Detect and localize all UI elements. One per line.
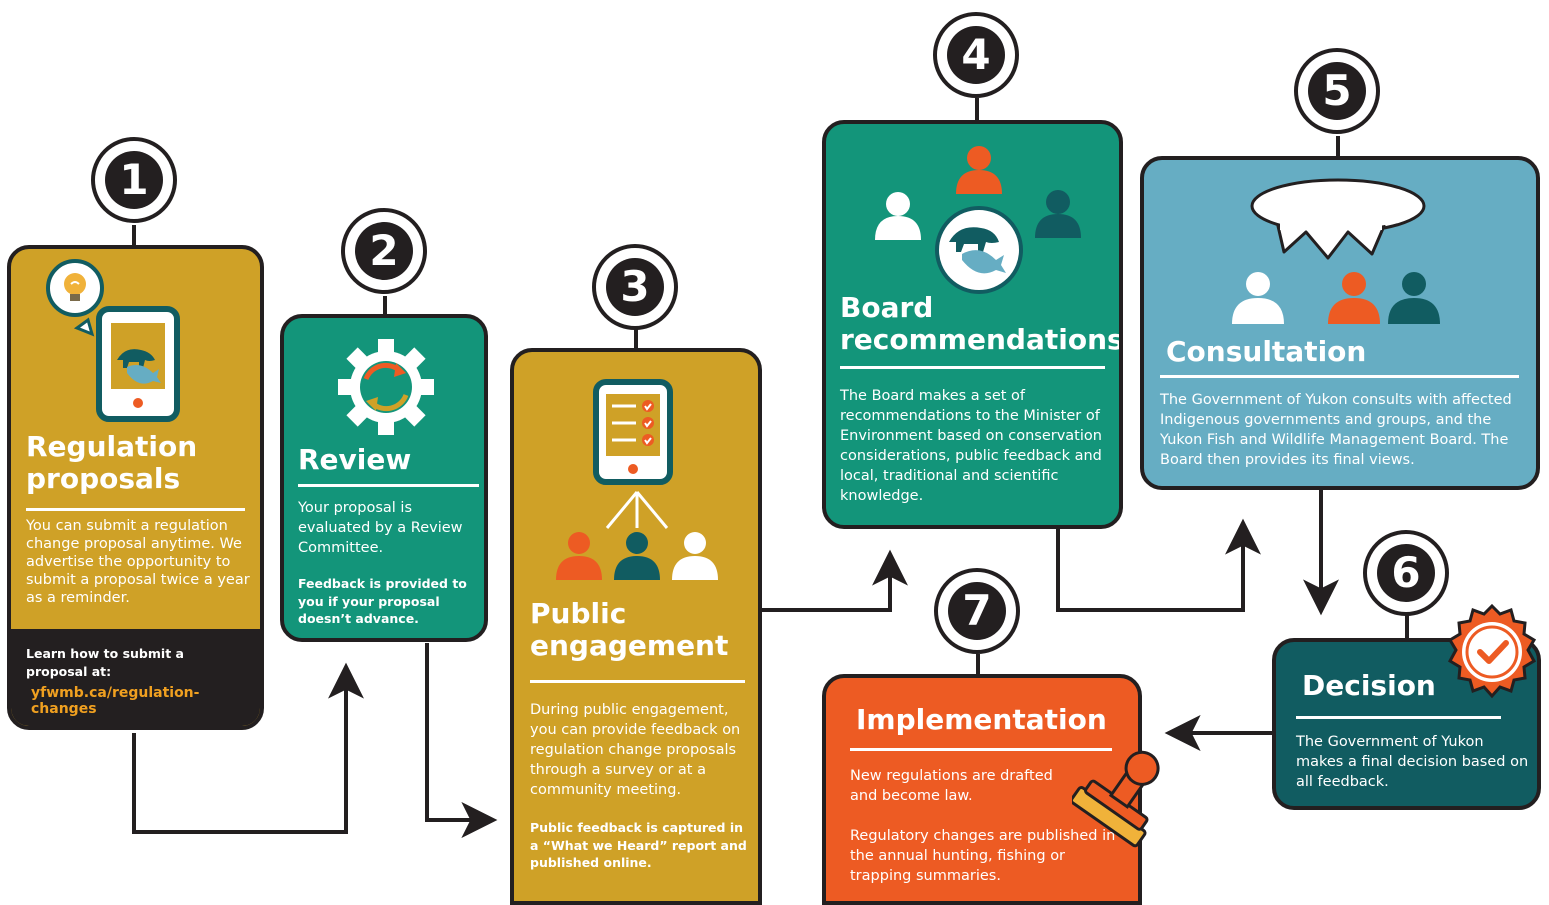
gear-cycle-icon [338,339,434,435]
step-5-title: Consultation [1166,335,1367,368]
step-7-number-badge: 7 [934,568,1020,654]
step-3-number-badge: 3 [592,244,678,330]
arrow-4-to-5 [1056,518,1261,612]
step-2-description: Your proposal is evaluated by a Review C… [298,500,463,556]
step-2-title: Review [298,443,412,476]
step-4-card: Board recommendations The Board makes a … [822,120,1123,529]
people-icon [556,491,718,580]
step-4-description: The Board makes a set of recommendations… [840,388,1102,504]
speech-bubble-icon [1250,178,1426,260]
step-1-title: Regulation proposals [26,430,198,496]
step-5-card: Consultation The Government of Yukon con… [1140,156,1540,490]
step-2-number-badge: 2 [341,208,427,294]
arrow-3-to-4 [762,549,908,612]
arrow-1-to-2 [132,662,364,834]
step-1-number-badge: 1 [91,137,177,223]
step-6-number-badge: 6 [1363,530,1449,616]
step-3-card: Public engagement During public engageme… [510,348,762,905]
step-2-note: Feedback is provided to you if your prop… [298,576,467,626]
lightbulb-icon [46,259,104,337]
bear-fish-icon [949,227,1006,274]
step-2-card: Review Your proposal is evaluated by a R… [280,314,488,642]
step-4-number-badge: 4 [933,12,1019,98]
bear-fish-icon [117,349,161,384]
step-6-description: The Government of Yukon makes a final de… [1296,734,1529,790]
approval-seal-icon [1447,603,1537,699]
stamp-icon [1072,750,1160,848]
step-1-card: Regulation proposals You can submit a re… [7,245,264,730]
step-1-footer-label: Learn how to submit a proposal at: [26,646,184,679]
step-5-number-badge: 5 [1294,48,1380,134]
step-7-title: Implementation [856,703,1107,736]
step-3-title: Public engagement [530,597,729,663]
step-6-title: Decision [1302,669,1436,702]
phone-icon [96,306,180,422]
step-3-note: Public feedback is captured in a “What w… [530,820,747,870]
regulation-changes-link[interactable]: yfwmb.ca/regulation-changes [31,685,200,717]
people-icon [875,146,1081,294]
step-7-description: New regulations are drafted and become l… [850,768,1053,804]
arrow-2-to-3 [425,643,498,838]
step-4-title: Board recommendations [840,291,1123,357]
step-5-description: The Government of Yukon consults with af… [1160,392,1512,468]
checklist-phone-icon [593,379,673,485]
step-3-description: During public engagement, you can provid… [530,702,741,798]
step-7-note: Regulatory changes are published in the … [850,828,1116,884]
people-icon [1232,272,1440,324]
step-1-description: You can submit a regulation change propo… [26,518,250,606]
